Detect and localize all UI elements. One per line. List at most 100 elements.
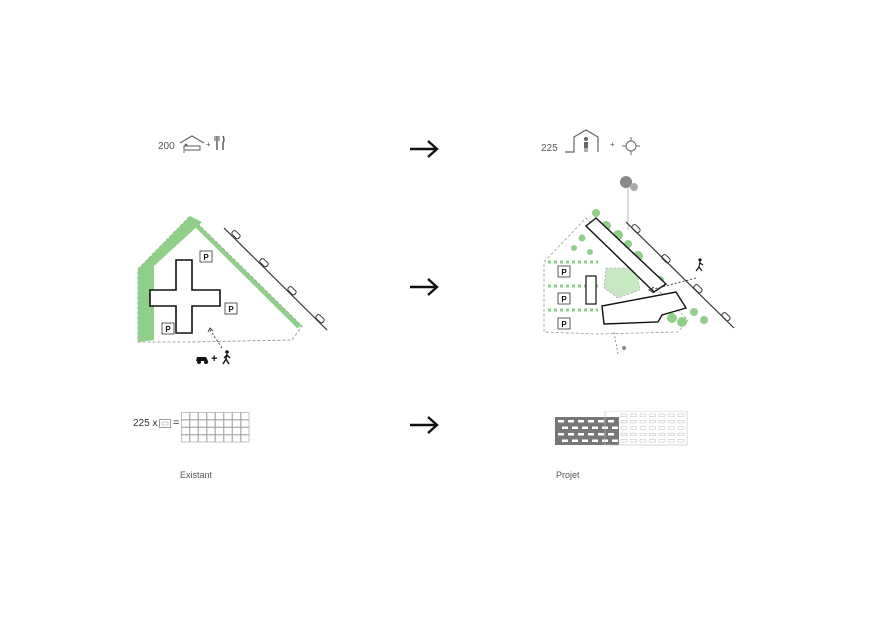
unit-cell (668, 439, 675, 443)
target-icon (622, 137, 640, 155)
unit-cell (562, 439, 568, 442)
unit-cell (206, 412, 216, 420)
unit-cell (668, 426, 675, 430)
unit-cell (668, 432, 675, 436)
existing-caption: Existant (180, 470, 213, 480)
unit-cell (240, 434, 250, 443)
svg-text:P: P (228, 305, 234, 314)
unit-cell (630, 420, 637, 424)
unit-cell (198, 419, 207, 428)
unit-cell (181, 419, 190, 428)
unit-cell (608, 420, 614, 423)
access-arrow (209, 329, 223, 349)
right-arrow-icon (410, 140, 439, 158)
unit-cell (649, 439, 656, 443)
unit-cell (223, 427, 233, 435)
unit-cell (568, 420, 574, 423)
project-capacity-count: 225 (541, 143, 558, 154)
unit-cell (658, 432, 666, 436)
fork-knife-icon (214, 135, 225, 150)
unit-cell (198, 412, 207, 420)
unit-cell (677, 432, 685, 436)
unit-cell (215, 419, 224, 428)
right-arrow-icon (410, 278, 439, 296)
bed-roof-icon (179, 135, 205, 153)
unit-cell (588, 433, 594, 436)
unit-cell (649, 420, 656, 424)
unit-cell (630, 413, 637, 417)
unit-cell (677, 420, 685, 424)
long-building (584, 217, 668, 293)
unit-cell (206, 427, 216, 435)
unit-cell (658, 439, 666, 443)
unit-cell (592, 426, 598, 429)
unit-cell (181, 434, 190, 443)
existing-site-plan: P P P (137, 215, 328, 349)
tree-icon (620, 176, 638, 230)
existing-plus-symbol: + (206, 140, 211, 149)
unit-cell (189, 412, 199, 420)
unit-cell (668, 420, 675, 424)
unit-cell (181, 412, 190, 420)
unit-cell (620, 432, 628, 436)
unit-cell (649, 432, 656, 436)
unit-cell (232, 434, 241, 443)
parking-icon: P (199, 250, 213, 263)
unit-cell (232, 412, 241, 420)
project-caption: Projet (556, 470, 580, 480)
unit-cell (240, 427, 250, 435)
bottom-access-arrow (613, 331, 619, 355)
unit-cell (639, 439, 647, 443)
unit-cell (240, 419, 250, 428)
existing-cross-building (149, 259, 221, 334)
unit-cell (620, 426, 628, 430)
unit-cell (677, 439, 685, 443)
unit-cell (668, 413, 675, 417)
road-line (625, 221, 735, 329)
unit-cell (223, 412, 233, 420)
unit-cell (630, 432, 637, 436)
svg-text:P: P (561, 295, 567, 304)
unit-cell (240, 412, 250, 420)
unit-cell (620, 413, 628, 417)
unit-cell (223, 419, 233, 428)
existing-green-band (138, 216, 202, 342)
unit-cell (215, 412, 224, 420)
unit-cell (658, 413, 666, 417)
project-site-plan: P P P (543, 176, 735, 355)
unit-cell (598, 420, 604, 423)
unit-cell (582, 439, 588, 442)
unit-cell (649, 413, 656, 417)
car-icons (231, 230, 325, 324)
existing-capacity-count: 200 (158, 141, 175, 152)
room-unit-icon (159, 419, 171, 428)
person-house-icon (565, 129, 599, 153)
unit-cell (558, 420, 564, 423)
parking-icon: P (557, 265, 571, 278)
unit-cell (677, 413, 685, 417)
svg-text:P: P (561, 320, 567, 329)
unit-cell (677, 426, 685, 430)
road-line (223, 227, 328, 331)
unit-cell (630, 439, 637, 443)
unit-cell (572, 426, 578, 429)
unit-cell (620, 439, 628, 443)
unit-cell (588, 420, 594, 423)
unit-cell (592, 439, 598, 442)
new-block (604, 411, 688, 446)
unit-cell (215, 427, 224, 435)
unit-cell (189, 434, 199, 443)
unit-cell (189, 419, 199, 428)
unit-cell (639, 426, 647, 430)
pedestrian-icon (222, 350, 231, 365)
unit-cell (232, 419, 241, 428)
unit-cell (639, 413, 647, 417)
unit-cell (568, 433, 574, 436)
parking-icon: P (161, 322, 175, 335)
svg-text:P: P (203, 253, 209, 262)
right-arrow-icon (410, 416, 439, 434)
units-prefix: 225 x (133, 418, 158, 429)
unit-cell (223, 434, 233, 443)
unit-cell (658, 420, 666, 424)
hedge-rows (548, 260, 598, 312)
